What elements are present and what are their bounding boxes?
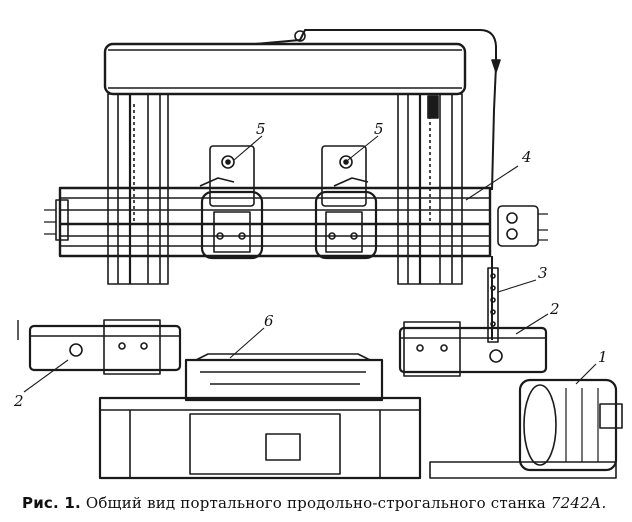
work-table (184, 353, 384, 402)
caption-label: Рис. 1. (22, 494, 81, 512)
callout-5-right: 5 (374, 120, 384, 138)
caption-model: 7242А. (550, 494, 607, 512)
pendant-control (487, 256, 499, 343)
callout-3: 3 (538, 264, 548, 282)
callout-2-left: 2 (13, 392, 24, 410)
drive-motor (429, 378, 623, 479)
callout-4: 4 (521, 148, 532, 166)
side-head-right (398, 321, 548, 377)
figure-caption: Рис. 1. Общий вид портального продольно-… (22, 494, 622, 516)
caption-text: Общий вид портального продольно-строгаль… (85, 494, 546, 512)
crossrail (44, 186, 492, 258)
callout-2-right: 2 (549, 300, 560, 318)
bed (98, 396, 422, 480)
side-head-left (17, 319, 182, 375)
top-beam (103, 42, 467, 96)
callout-5-left: 5 (256, 120, 266, 138)
vertical-head-left (199, 145, 264, 260)
callout-6: 6 (264, 312, 274, 330)
callout-1: 1 (598, 348, 608, 366)
cable (254, 29, 497, 191)
vertical-head-right (314, 145, 378, 260)
